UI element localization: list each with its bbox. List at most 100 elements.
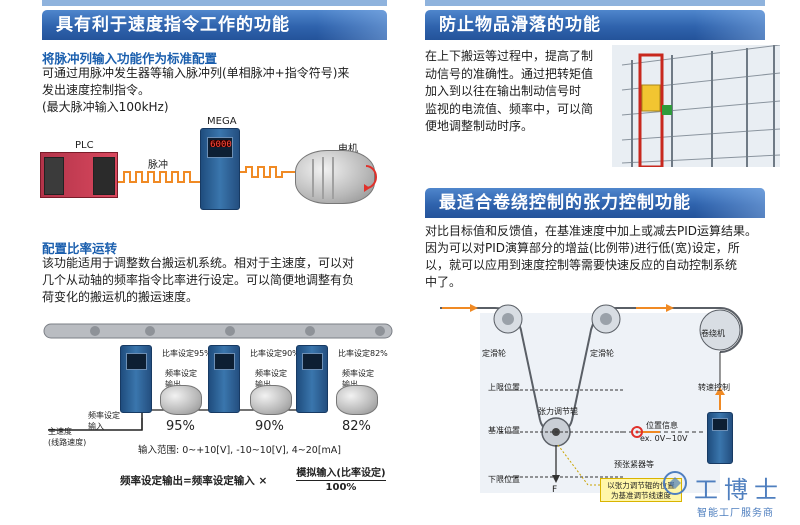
ratio-percent-3: 82% — [342, 419, 371, 434]
paragraph-tension: 对比目标值和反馈值，在基准速度中加上或减去PID运算结果。 因为可以对PID演算… — [425, 223, 757, 291]
speed-control-inverter — [707, 412, 733, 464]
formula-left: 频率设定输出=频率设定输入 × — [120, 475, 268, 487]
note-line-2: 为基准调节线速度 — [611, 491, 671, 500]
text-line: 该功能适用于调整数台搬运机系统。相对于主速度，可以对 — [42, 256, 355, 270]
freq-output-label-1: 频率设定 输出 — [165, 368, 197, 390]
text-line: 加入到以往在输出制动信号时 — [425, 84, 582, 98]
rotation-arrow-icon — [364, 165, 377, 192]
pulse-label: 脉冲 — [148, 160, 168, 171]
plc-io-module — [93, 157, 115, 195]
header-accent — [695, 188, 765, 218]
plc-unit-image — [40, 152, 118, 198]
main-speed-text: 主速度 — [48, 427, 72, 436]
input-range-text: 输入范围: 0~+10[V], -10~10[V], 4~20[mA] — [138, 445, 341, 456]
text-line: 对比目标值和反馈值，在基准速度中加上或减去PID运算结果。 — [425, 224, 758, 238]
text-line: 因为可以对PID演算部分的增益(比例带)进行低(宽)设定，所 — [425, 241, 740, 255]
subheading-pulse: 将脉冲列输入功能作为标准配置 — [42, 51, 218, 66]
section-title: 防止物品滑落的功能 — [439, 15, 601, 35]
text-line: 可通过用脉冲发生器等输入脉冲列(单相脉冲+指令符号)来 — [42, 66, 350, 80]
position-range-label: ex. 0V~10V — [640, 434, 688, 443]
freq-output-label-3: 频率设定 输出 — [342, 368, 374, 390]
inverter-keypad: 6000 — [206, 137, 234, 158]
ratio-setting-label-1: 比率设定95% — [162, 349, 212, 358]
mega-inverter-image: 6000 — [200, 128, 240, 210]
inverter-keypad — [301, 352, 323, 370]
freq-input-text: 频率设定 — [88, 411, 120, 420]
ratio-setting-label-3: 比率设定82% — [338, 349, 388, 358]
dancer-note-box: 以张力调节辊的位置 为基准调节线速度 — [600, 478, 682, 502]
motor-3-image — [336, 385, 378, 415]
motor-rib — [312, 159, 314, 197]
top-rule-right — [425, 0, 765, 6]
mega-label: MEGA — [207, 116, 237, 127]
motor-label: 电机 — [338, 140, 358, 155]
output-sub: 输出 — [165, 379, 197, 390]
formula-numerator: 模拟输入(比率设定) — [296, 464, 386, 481]
paragraph-anti-slip: 在上下搬运等过程中，提高了制 动信号的准确性。通过把转矩值 加入到以往在输出制动… — [425, 48, 593, 136]
motor-rib — [332, 157, 334, 199]
paragraph-pulse: 可通过用脉冲发生器等输入脉冲列(单相脉冲+指令符号)来 发出速度控制指令。 (最… — [42, 65, 349, 116]
inverter-unit-2 — [208, 345, 240, 413]
inverter-display: 6000 — [210, 140, 232, 151]
inverter-keypad — [125, 352, 147, 370]
ratio-percent-1: 95% — [166, 419, 195, 434]
watermark-logo-icon — [663, 471, 687, 495]
ratio-setting-label-2: 比率设定90% — [250, 349, 300, 358]
pulse-wire-icon — [240, 166, 300, 178]
freq-output-label-2: 频率设定 输出 — [255, 368, 287, 390]
output-text: 频率设定 — [342, 369, 374, 378]
freq-input-label: 频率设定 输入 — [88, 410, 120, 432]
header-accent — [317, 10, 387, 40]
text-line: 在上下搬运等过程中，提高了制 — [425, 49, 594, 63]
fixed-pulley-label-1: 定滑轮 — [482, 349, 506, 358]
section-title: 最适合卷绕控制的张力控制功能 — [439, 193, 691, 213]
ratio-percent-2: 90% — [255, 419, 284, 434]
main-speed-sub: (线路速度) — [48, 438, 87, 447]
base-position-label: 基准位置 — [488, 426, 520, 435]
text-line: (最大脉冲输入100kHz) — [42, 100, 169, 114]
section-header-tension: 最适合卷绕控制的张力控制功能 — [425, 188, 765, 218]
text-line: 便地调整制动时序。 — [425, 119, 534, 133]
section-header-speed-command: 具有利于速度指令工作的功能 — [42, 10, 387, 40]
pulse-train-icon — [118, 171, 202, 183]
inverter-keypad — [213, 352, 235, 370]
plc-cpu-module — [44, 157, 64, 195]
formula-denominator: 100% — [325, 482, 357, 493]
position-info-label: 位置信息 — [646, 421, 678, 430]
motor-1-image — [160, 385, 202, 415]
section-header-anti-slip: 防止物品滑落的功能 — [425, 10, 765, 40]
motor-2-image — [250, 385, 292, 415]
lower-limit-label: 下限位置 — [488, 475, 520, 484]
text-line: 中了。 — [425, 275, 462, 289]
main-speed-label: 主速度 (线路速度) — [48, 426, 86, 448]
top-rule-left — [42, 0, 387, 6]
text-line: 以，就可以应用到速度控制等需要快速反应的自动控制系统 — [425, 258, 738, 272]
upper-limit-label: 上限位置 — [488, 383, 520, 392]
text-line: 发出速度控制指令。 — [42, 83, 151, 97]
warehouse-rack-illustration — [612, 45, 780, 167]
motor-rib — [322, 157, 324, 199]
output-sub: 输出 — [255, 379, 287, 390]
header-accent — [695, 10, 765, 40]
fixed-pulley-label-2: 定滑轮 — [590, 349, 614, 358]
section-title: 具有利于速度指令工作的功能 — [56, 15, 290, 35]
text-line: 动信号的准确性。通过把转矩值 — [425, 66, 594, 81]
paragraph-ratio: 该功能适用于调整数台搬运机系统。相对于主速度，可以对 几个从动轴的频率指令比率进… — [42, 255, 354, 306]
winder-label: 卷绕机 — [701, 329, 725, 338]
speed-control-label: 转速控制 — [698, 383, 730, 392]
tension-control-diagram — [440, 304, 743, 493]
note-line-1: 以张力调节辊的位置 — [607, 481, 675, 490]
watermark-logo-text: 工博士 — [694, 476, 784, 504]
inverter-unit-1 — [120, 345, 152, 413]
dancer-roller-label: 张力调节辊 — [538, 407, 578, 416]
formula-fraction: 模拟输入(比率设定) 100% — [296, 464, 386, 493]
output-sub: 输出 — [342, 379, 374, 390]
plc-label: PLC — [75, 140, 94, 151]
inverter-keypad — [711, 418, 729, 431]
subheading-ratio: 配置比率运转 — [42, 241, 118, 256]
text-line: 几个从动轴的频率指令比率进行设定。可以简便地调整有负 — [42, 273, 355, 287]
output-text: 频率设定 — [165, 369, 197, 378]
preload-label: 预张紧器等 — [614, 460, 654, 469]
text-line: 荷变化的搬运机的搬运速度。 — [42, 290, 199, 304]
motor-image — [295, 150, 375, 204]
